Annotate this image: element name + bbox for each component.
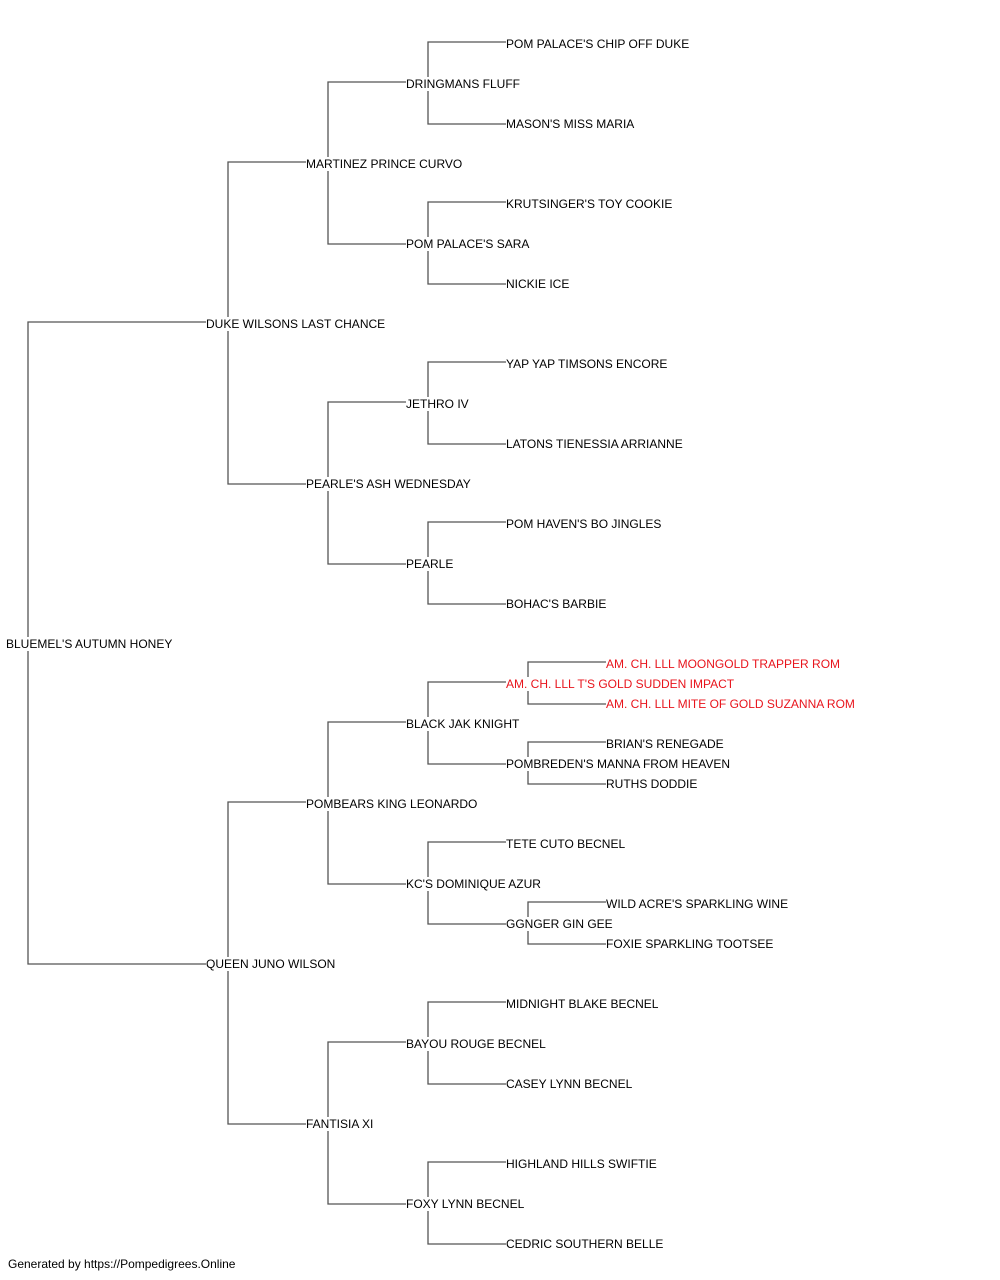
ancestor-name-sdds[interactable]: POM HAVEN'S BO JINGLES xyxy=(506,517,664,531)
champion-ancestor-name-dssss[interactable]: AM. CH. LLL MOONGOLD TRAPPER ROM xyxy=(606,657,843,671)
ancestor-name-sss[interactable]: DRINGMANS FLUFF xyxy=(406,77,522,91)
ancestor-name-sds[interactable]: JETHRO IV xyxy=(406,397,471,411)
ancestor-name-ddss[interactable]: MIDNIGHT BLAKE BECNEL xyxy=(506,997,661,1011)
subject-name[interactable]: BLUEMEL'S AUTUMN HONEY xyxy=(6,637,175,651)
ancestor-name-ddsd[interactable]: CASEY LYNN BECNEL xyxy=(506,1077,635,1091)
sire-name[interactable]: DUKE WILSONS LAST CHANCE xyxy=(206,317,388,331)
ancestor-name-ssds[interactable]: KRUTSINGER'S TOY COOKIE xyxy=(506,197,675,211)
ancestor-name-ssd[interactable]: POM PALACE'S SARA xyxy=(406,237,532,251)
ancestor-name-dsds[interactable]: TETE CUTO BECNEL xyxy=(506,837,628,851)
ancestor-name-dsdds[interactable]: WILD ACRE'S SPARKLING WINE xyxy=(606,897,791,911)
sire-sire-name[interactable]: MARTINEZ PRINCE CURVO xyxy=(306,157,465,171)
ancestor-name-dssdd[interactable]: RUTHS DODDIE xyxy=(606,777,700,791)
ancestor-name-dss[interactable]: BLACK JAK KNIGHT xyxy=(406,717,522,731)
ancestor-name-ssss[interactable]: POM PALACE'S CHIP OFF DUKE xyxy=(506,37,692,51)
ancestor-name-ddds[interactable]: HIGHLAND HILLS SWIFTIE xyxy=(506,1157,659,1171)
ancestor-name-ddd[interactable]: FOXY LYNN BECNEL xyxy=(406,1197,527,1211)
champion-ancestor-name-dsssd[interactable]: AM. CH. LLL MITE OF GOLD SUZANNA ROM xyxy=(606,697,857,711)
ancestor-name-dsddd[interactable]: FOXIE SPARKLING TOOTSEE xyxy=(606,937,776,951)
ancestor-name-dssd[interactable]: POMBREDEN'S MANNA FROM HEAVEN xyxy=(506,757,733,771)
ancestor-name-dssds[interactable]: BRIAN'S RENEGADE xyxy=(606,737,726,751)
ancestor-name-sdd[interactable]: PEARLE xyxy=(406,557,456,571)
ancestor-name-sddd[interactable]: BOHAC'S BARBIE xyxy=(506,597,609,611)
dam-dam-name[interactable]: FANTISIA XI xyxy=(306,1117,376,1131)
generated-by-footer: Generated by https://Pompedigrees.Online xyxy=(8,1257,236,1271)
ancestor-name-dddd[interactable]: CEDRIC SOUTHERN BELLE xyxy=(506,1237,666,1251)
ancestor-name-ssdd[interactable]: NICKIE ICE xyxy=(506,277,572,291)
ancestor-name-sdss[interactable]: YAP YAP TIMSONS ENCORE xyxy=(506,357,670,371)
ancestor-name-sdsd[interactable]: LATONS TIENESSIA ARRIANNE xyxy=(506,437,685,451)
ancestor-name-dsdd[interactable]: GGNGER GIN GEE xyxy=(506,917,615,931)
dam-name[interactable]: QUEEN JUNO WILSON xyxy=(206,957,338,971)
ancestor-name-dds[interactable]: BAYOU ROUGE BECNEL xyxy=(406,1037,548,1051)
ancestor-name-sssd[interactable]: MASON'S MISS MARIA xyxy=(506,117,637,131)
champion-ancestor-name-dsss[interactable]: AM. CH. LLL T'S GOLD SUDDEN IMPACT xyxy=(506,677,737,691)
ancestor-name-dsd[interactable]: KC'S DOMINIQUE AZUR xyxy=(406,877,543,891)
sire-dam-name[interactable]: PEARLE'S ASH WEDNESDAY xyxy=(306,477,473,491)
dam-sire-name[interactable]: POMBEARS KING LEONARDO xyxy=(306,797,480,811)
